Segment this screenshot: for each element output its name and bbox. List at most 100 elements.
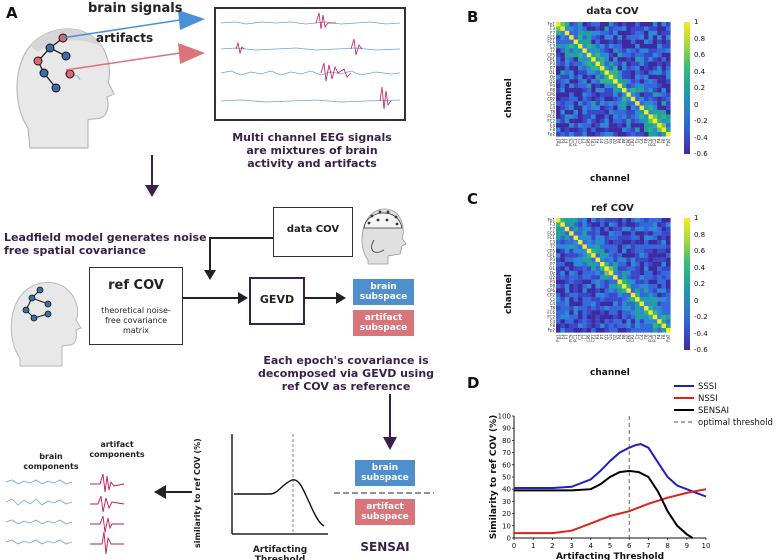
heatmap-cell	[600, 22, 605, 27]
heatmap-cell	[639, 118, 645, 124]
heatmap-cell	[582, 35, 587, 40]
heatmap-col-label: CP5	[586, 334, 591, 342]
heatmap-cell	[591, 226, 596, 232]
heatmap-cell	[635, 101, 640, 106]
heatmap-cell	[644, 235, 649, 241]
heatmap-cell	[626, 92, 631, 97]
heatmap-cell	[600, 279, 605, 285]
heatmap-row-label: T7	[549, 244, 555, 249]
heatmap-cell	[666, 57, 671, 62]
heatmap-cell	[666, 262, 671, 267]
heatmap-cell	[608, 257, 614, 263]
heatmap-cell	[644, 123, 649, 128]
heatmap-cell	[635, 48, 640, 53]
heatmap-cell	[661, 284, 667, 289]
heatmap-col-label: P3	[595, 138, 600, 143]
heatmap-cell	[569, 266, 574, 271]
heatmap-cell	[666, 66, 671, 71]
heatmap-cell	[573, 105, 579, 111]
heatmap-cell	[661, 35, 667, 40]
heatmap-cell	[622, 127, 627, 133]
heatmap-row-label: FC2	[547, 118, 555, 123]
heatmap-cell	[560, 257, 565, 263]
heatmap-cell	[626, 48, 631, 53]
heatmap-cell	[586, 218, 592, 223]
heatmap-cell	[582, 79, 587, 84]
heatmap-cell	[600, 48, 605, 53]
heatmap-cell	[569, 30, 574, 36]
heatmap-cell	[608, 284, 614, 289]
heatmap-cell	[617, 253, 623, 258]
heatmap-cell	[635, 123, 640, 128]
heatmap-cell	[644, 314, 649, 320]
sensai-artifact-subspace-box: artifact subspace	[355, 499, 415, 525]
heatmap-cell	[657, 52, 662, 58]
heatmap-cell	[560, 314, 565, 320]
heatmap-cell	[564, 257, 570, 263]
colorbar-c	[684, 218, 690, 350]
heatmap-cell	[644, 48, 649, 53]
heatmap-cell	[617, 35, 623, 40]
heatmap-cell	[604, 288, 609, 293]
heatmap-cell	[652, 96, 658, 102]
heatmap-cell	[622, 66, 627, 71]
heatmap-cell	[613, 275, 618, 280]
heatmap-cell	[617, 306, 623, 311]
heatmap-cell	[586, 319, 592, 324]
heatmap-cell	[600, 301, 605, 307]
heatmap-cell	[639, 66, 645, 71]
heatmap-cell	[569, 297, 574, 302]
heatmap-cell	[586, 30, 592, 36]
heatmap-cell	[613, 114, 618, 119]
heatmap-cell	[626, 22, 631, 27]
heatmap-cell	[617, 127, 623, 133]
heatmap-cell	[600, 314, 605, 320]
heatmap-cell	[573, 132, 579, 137]
heatmap-cell	[578, 88, 583, 93]
heatmap-cell	[608, 275, 614, 280]
heatmap-cell	[573, 70, 579, 75]
heatmap-c-xlabel: channel	[590, 368, 630, 378]
heatmap-cell	[591, 222, 596, 227]
heatmap-cell	[595, 88, 601, 93]
heatmap-cell	[639, 61, 645, 67]
heatmap-cell	[578, 328, 583, 333]
heatmap-cell	[639, 231, 645, 236]
heatmap-cell	[617, 30, 623, 36]
heatmap-cell	[644, 328, 649, 333]
heatmap-cell	[666, 101, 671, 106]
colorbar-tick-label: -0.4	[694, 329, 708, 338]
heatmap-cell	[661, 61, 667, 67]
heatmap-cell	[604, 314, 609, 320]
heatmap-cell	[582, 123, 587, 128]
heatmap-cell	[569, 101, 574, 106]
heatmap-cell	[648, 226, 653, 232]
heatmap-cell	[666, 240, 671, 245]
heatmap-cell	[661, 30, 667, 36]
heatmap-cell	[657, 323, 662, 329]
heatmap-cell	[578, 110, 583, 115]
colorbar-tick-label: -0.2	[694, 117, 708, 125]
heatmap-cell	[626, 79, 631, 84]
heatmap-cell	[595, 22, 601, 27]
heatmap-cell	[564, 314, 570, 320]
heatmap-cell	[608, 61, 614, 67]
heatmap-cell	[560, 248, 565, 254]
heatmap-cell	[560, 66, 565, 71]
heatmap-cell	[630, 39, 636, 45]
heatmap-cell	[635, 83, 640, 89]
heatmap-cell	[652, 123, 658, 128]
heatmap-cell	[591, 231, 596, 236]
heatmap-cell	[622, 92, 627, 97]
heatmap-col-label: P7	[599, 334, 604, 339]
heatmap-cell	[622, 30, 627, 36]
heatmap-cell	[578, 226, 583, 232]
heatmap-cell	[608, 57, 614, 62]
heatmap-cell	[630, 22, 636, 27]
heatmap-cell	[560, 35, 565, 40]
heatmap-cell	[573, 48, 579, 53]
heatmap-cell	[586, 118, 592, 124]
heatmap-cell	[644, 244, 649, 249]
heatmap-cell	[608, 226, 614, 232]
heatmap-cell	[582, 270, 587, 276]
